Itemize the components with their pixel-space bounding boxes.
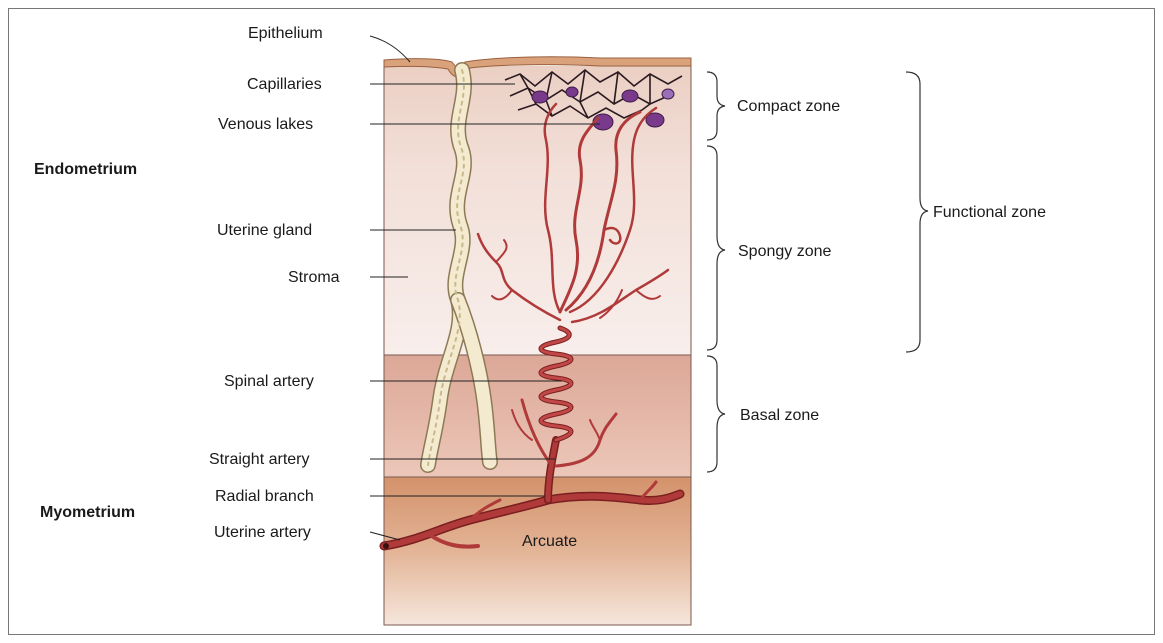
myometrium-label: Myometrium — [40, 504, 135, 521]
functional-layer — [384, 66, 691, 355]
compact-zone-label: Compact zone — [737, 98, 840, 115]
artery-origin-dot — [383, 543, 389, 549]
spongy-zone-brace — [707, 146, 725, 350]
compact-zone-brace — [707, 72, 725, 140]
functional-zone-brace — [906, 72, 928, 352]
stroma-label: Stroma — [288, 269, 340, 286]
uterine-artery-label: Uterine artery — [214, 524, 311, 541]
venous-lakes-label: Venous lakes — [218, 116, 313, 133]
capillaries-label: Capillaries — [247, 76, 322, 93]
spinal-artery-label: Spinal artery — [224, 373, 314, 390]
uterine-gland-label: Uterine gland — [217, 222, 312, 239]
basal-zone-brace — [707, 356, 725, 472]
functional-zone-label: Functional zone — [933, 204, 1046, 221]
radial-branch-label: Radial branch — [215, 488, 314, 505]
endometrium-label: Endometrium — [34, 161, 137, 178]
epithelium-label: Epithelium — [248, 25, 323, 42]
basal-zone-label: Basal zone — [740, 407, 819, 424]
spongy-zone-label: Spongy zone — [738, 243, 832, 260]
arcuate-label: Arcuate — [522, 533, 577, 550]
straight-artery-label: Straight artery — [209, 451, 309, 468]
